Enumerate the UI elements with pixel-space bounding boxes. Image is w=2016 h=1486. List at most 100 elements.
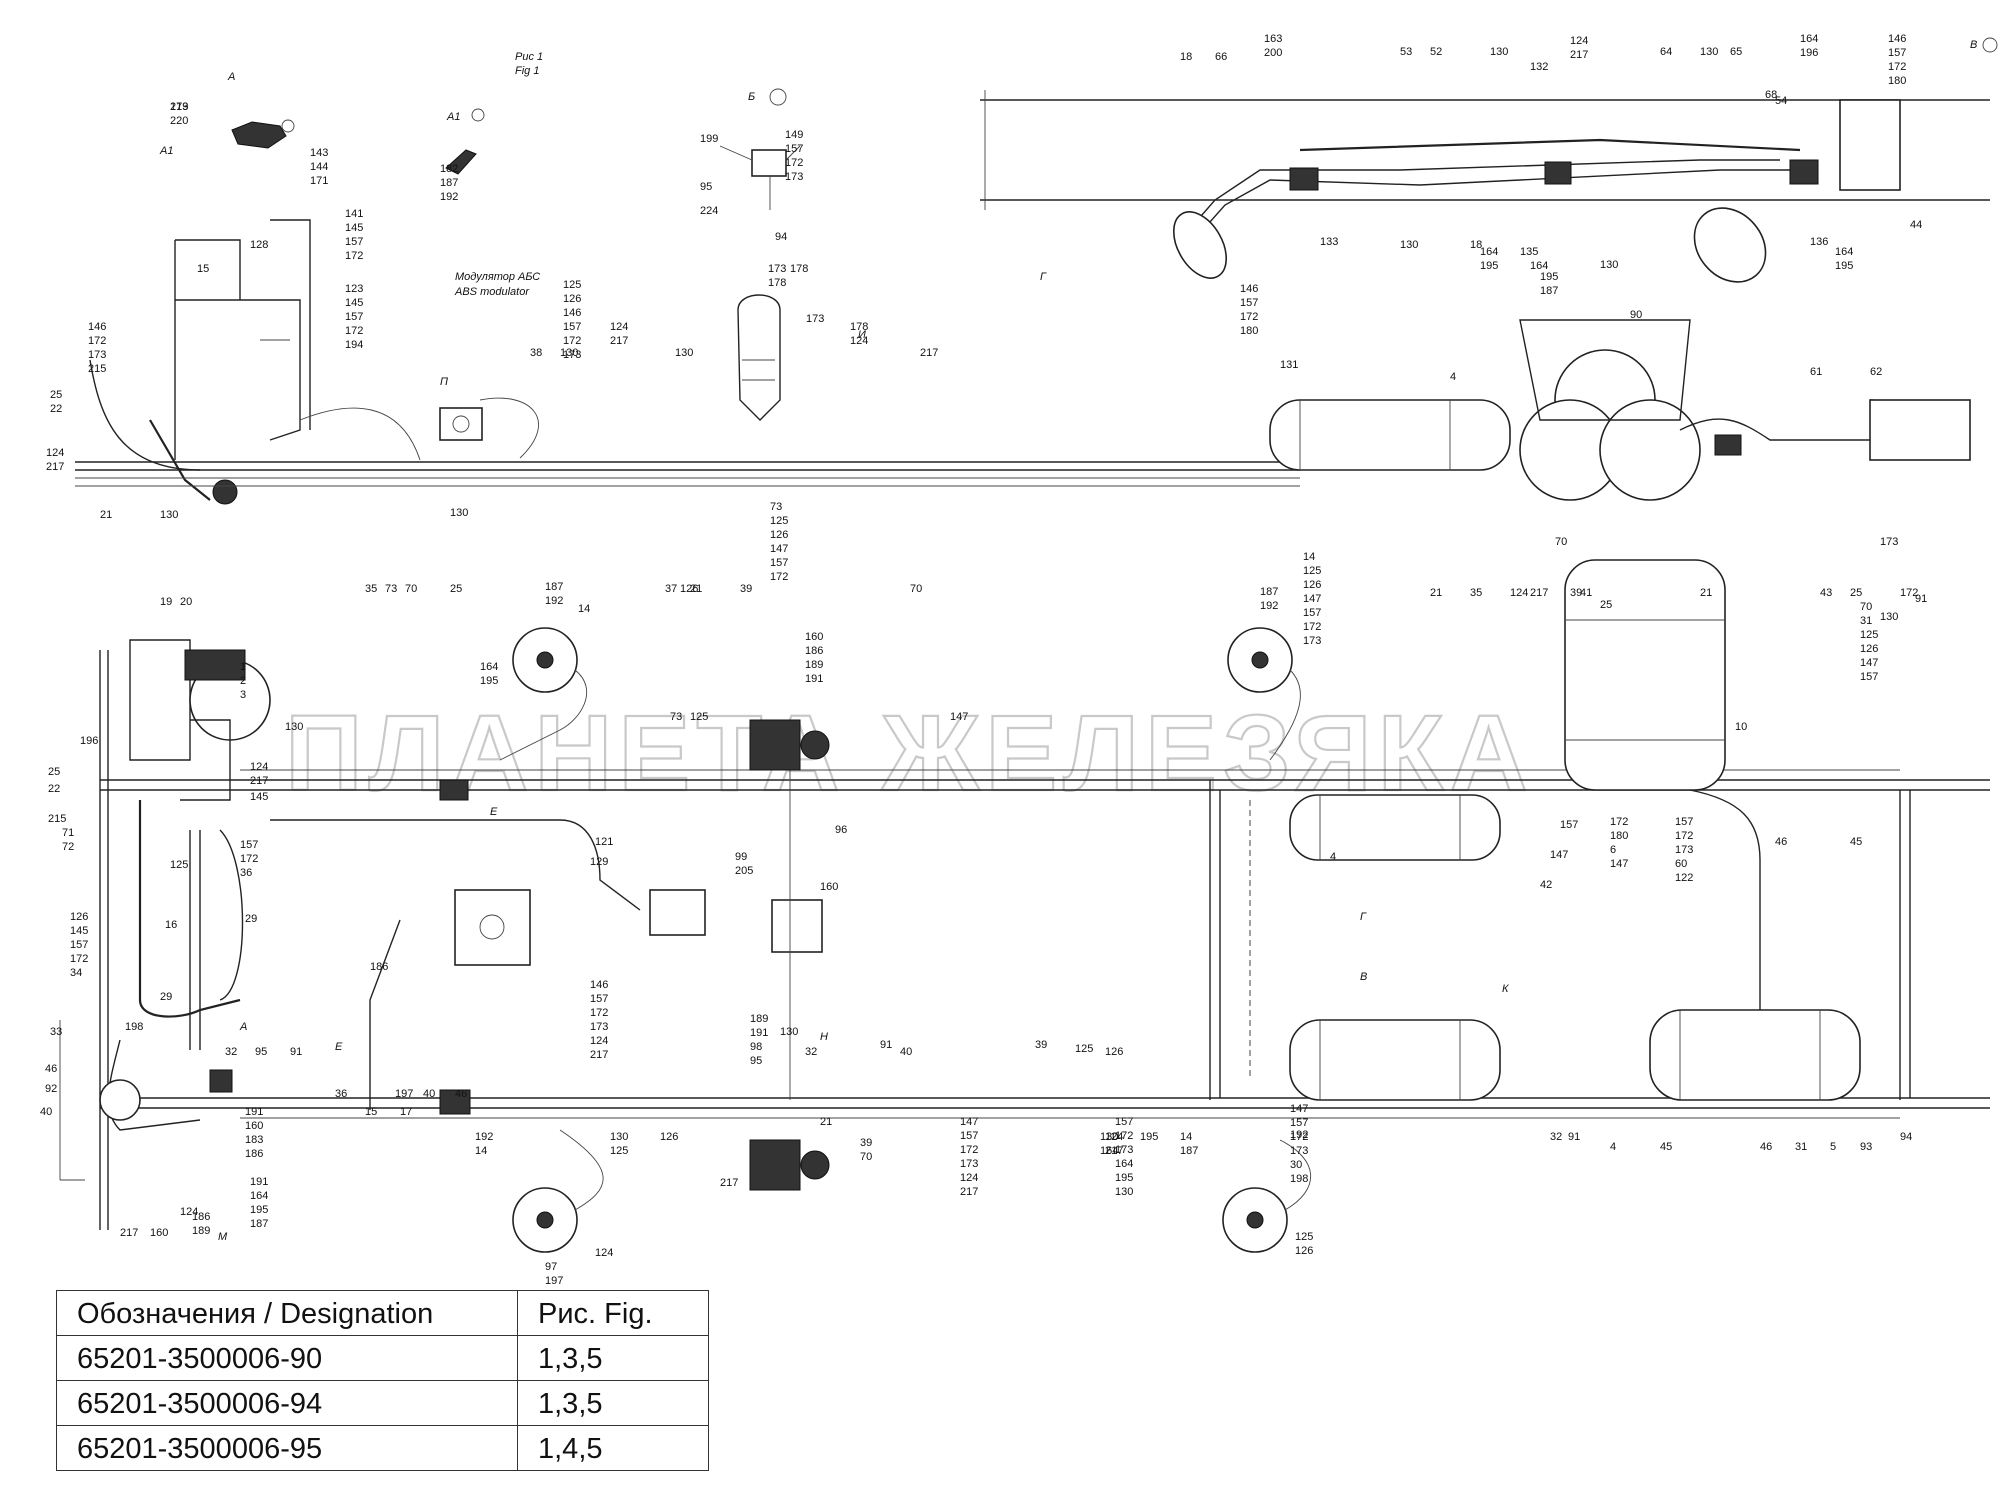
part-callout: 14 <box>578 603 590 615</box>
part-callout: 46 <box>455 1088 467 1100</box>
part-callout: 172 <box>1888 61 1906 73</box>
view-label-g-top: Г <box>1040 271 1047 283</box>
part-callout: 217 <box>960 1186 978 1198</box>
part-callout: 71 <box>62 827 74 839</box>
part-callout: 195 <box>1835 260 1853 272</box>
part-callout: 145 <box>345 222 363 234</box>
part-callout: 157 <box>563 321 581 333</box>
part-callout: 61 <box>1810 366 1822 378</box>
part-callout: 157 <box>1240 297 1258 309</box>
part-callout: 157 <box>785 143 803 155</box>
part-callout: 157 <box>590 993 608 1005</box>
part-callout: 196 <box>80 735 98 747</box>
view-label-a: А <box>227 71 235 83</box>
part-callout: 178 <box>790 263 808 275</box>
part-callout: 52 <box>1430 46 1442 58</box>
part-callout: 186 <box>370 961 388 973</box>
part-callout: 46 <box>1775 836 1787 848</box>
part-callout: 180 <box>1240 325 1258 337</box>
abs-modulator-top <box>439 407 483 441</box>
part-callout: 25 <box>48 766 60 778</box>
part-callout: 126 <box>70 911 88 923</box>
part-callout: 25 <box>50 389 62 401</box>
part-callout: 130 <box>160 509 178 521</box>
part-callout: 10 <box>1735 721 1747 733</box>
part-callout: 217 <box>590 1049 608 1061</box>
view-label-a1: А1 <box>159 145 173 157</box>
part-callout: 126 <box>1860 643 1878 655</box>
part-callout: 91 <box>880 1039 892 1051</box>
part-callout: 40 <box>900 1046 912 1058</box>
part-callout: 220 <box>170 115 188 127</box>
part-callout: 146 <box>1888 33 1906 45</box>
part-callout: 19 <box>160 596 172 608</box>
part-callout: 21 <box>1430 587 1442 599</box>
part-callout: 178 <box>850 321 868 333</box>
part-callout: 29 <box>245 913 257 925</box>
part-callout: 173 <box>960 1158 978 1170</box>
part-callout: 195 <box>480 675 498 687</box>
part-callout: 91 <box>1915 593 1927 605</box>
part-callout: 217 <box>46 461 64 473</box>
detail-view-b: Б <box>719 88 801 210</box>
fig-cell: 1,4,5 <box>517 1425 709 1471</box>
part-callout: 131 <box>1280 359 1298 371</box>
header-fig: Рис. Fig. <box>517 1290 709 1336</box>
part-callout: 191 <box>245 1106 263 1118</box>
part-callout: 183 <box>245 1134 263 1146</box>
part-callout: 130 <box>1115 1186 1133 1198</box>
part-callout: 126 <box>1105 1046 1123 1058</box>
part-callout: 42 <box>1540 879 1552 891</box>
part-callout: 130 <box>1490 46 1508 58</box>
part-callout: 164 <box>1530 260 1548 272</box>
part-callout: 70 <box>910 583 922 595</box>
part-callout: 172 <box>1290 1131 1308 1143</box>
front-bracket-assembly <box>89 219 311 505</box>
header-designation: Обозначения / Designation <box>56 1290 518 1336</box>
part-callout: 199 <box>700 133 718 145</box>
part-callout: 157 <box>1675 816 1693 828</box>
part-callout: 68 <box>1765 89 1777 101</box>
part-callout: 172 <box>563 335 581 347</box>
rear-axle-detail-top: В Г <box>980 37 1998 283</box>
view-label-ye: Е <box>335 1041 343 1053</box>
part-callout: 3 <box>240 689 246 701</box>
part-callout: 130 <box>1600 259 1618 271</box>
part-callout: 21 <box>100 509 112 521</box>
part-callout: 124 <box>850 335 868 347</box>
part-callout: 40 <box>423 1088 435 1100</box>
part-callout: 197 <box>545 1275 563 1287</box>
part-callout: 33 <box>50 1026 62 1038</box>
part-callout: 141 <box>345 208 363 220</box>
part-callout: 172 <box>345 250 363 262</box>
part-callout: 173 <box>1303 635 1321 647</box>
part-callout: 124 <box>610 321 628 333</box>
part-callout: 163 <box>1264 33 1282 45</box>
part-callout: 217 <box>1530 587 1548 599</box>
part-callout: 195 <box>1115 1172 1133 1184</box>
part-callout: 99 <box>735 851 747 863</box>
part-callout: 130 <box>560 347 578 359</box>
part-callout: 45 <box>1660 1141 1672 1153</box>
part-callout: 39 <box>860 1137 872 1149</box>
part-callout: 191 <box>750 1027 768 1039</box>
part-callout: 129 <box>590 856 608 868</box>
part-callout: 130 <box>1400 239 1418 251</box>
central-valves <box>270 720 823 1110</box>
part-callout: 17 <box>400 1106 412 1118</box>
part-callout: 157 <box>240 839 258 851</box>
part-callout: 157 <box>345 311 363 323</box>
part-callout: 70 <box>1555 536 1567 548</box>
figure-ref-en: Fig 1 <box>515 65 539 77</box>
part-callout: 18 <box>1180 51 1192 63</box>
part-callout: 130 <box>1700 46 1718 58</box>
part-callout: 187 <box>440 177 458 189</box>
part-callout: 124 <box>46 447 64 459</box>
part-callout: 187 <box>545 581 563 593</box>
part-callout: 73 <box>670 711 682 723</box>
part-callout: 143 <box>310 147 328 159</box>
view-label-a1-ring: А1 <box>446 111 460 123</box>
part-callout: 93 <box>1860 1141 1872 1153</box>
abs-modulators-bottom <box>439 719 830 1191</box>
part-callout: 157 <box>960 1130 978 1142</box>
